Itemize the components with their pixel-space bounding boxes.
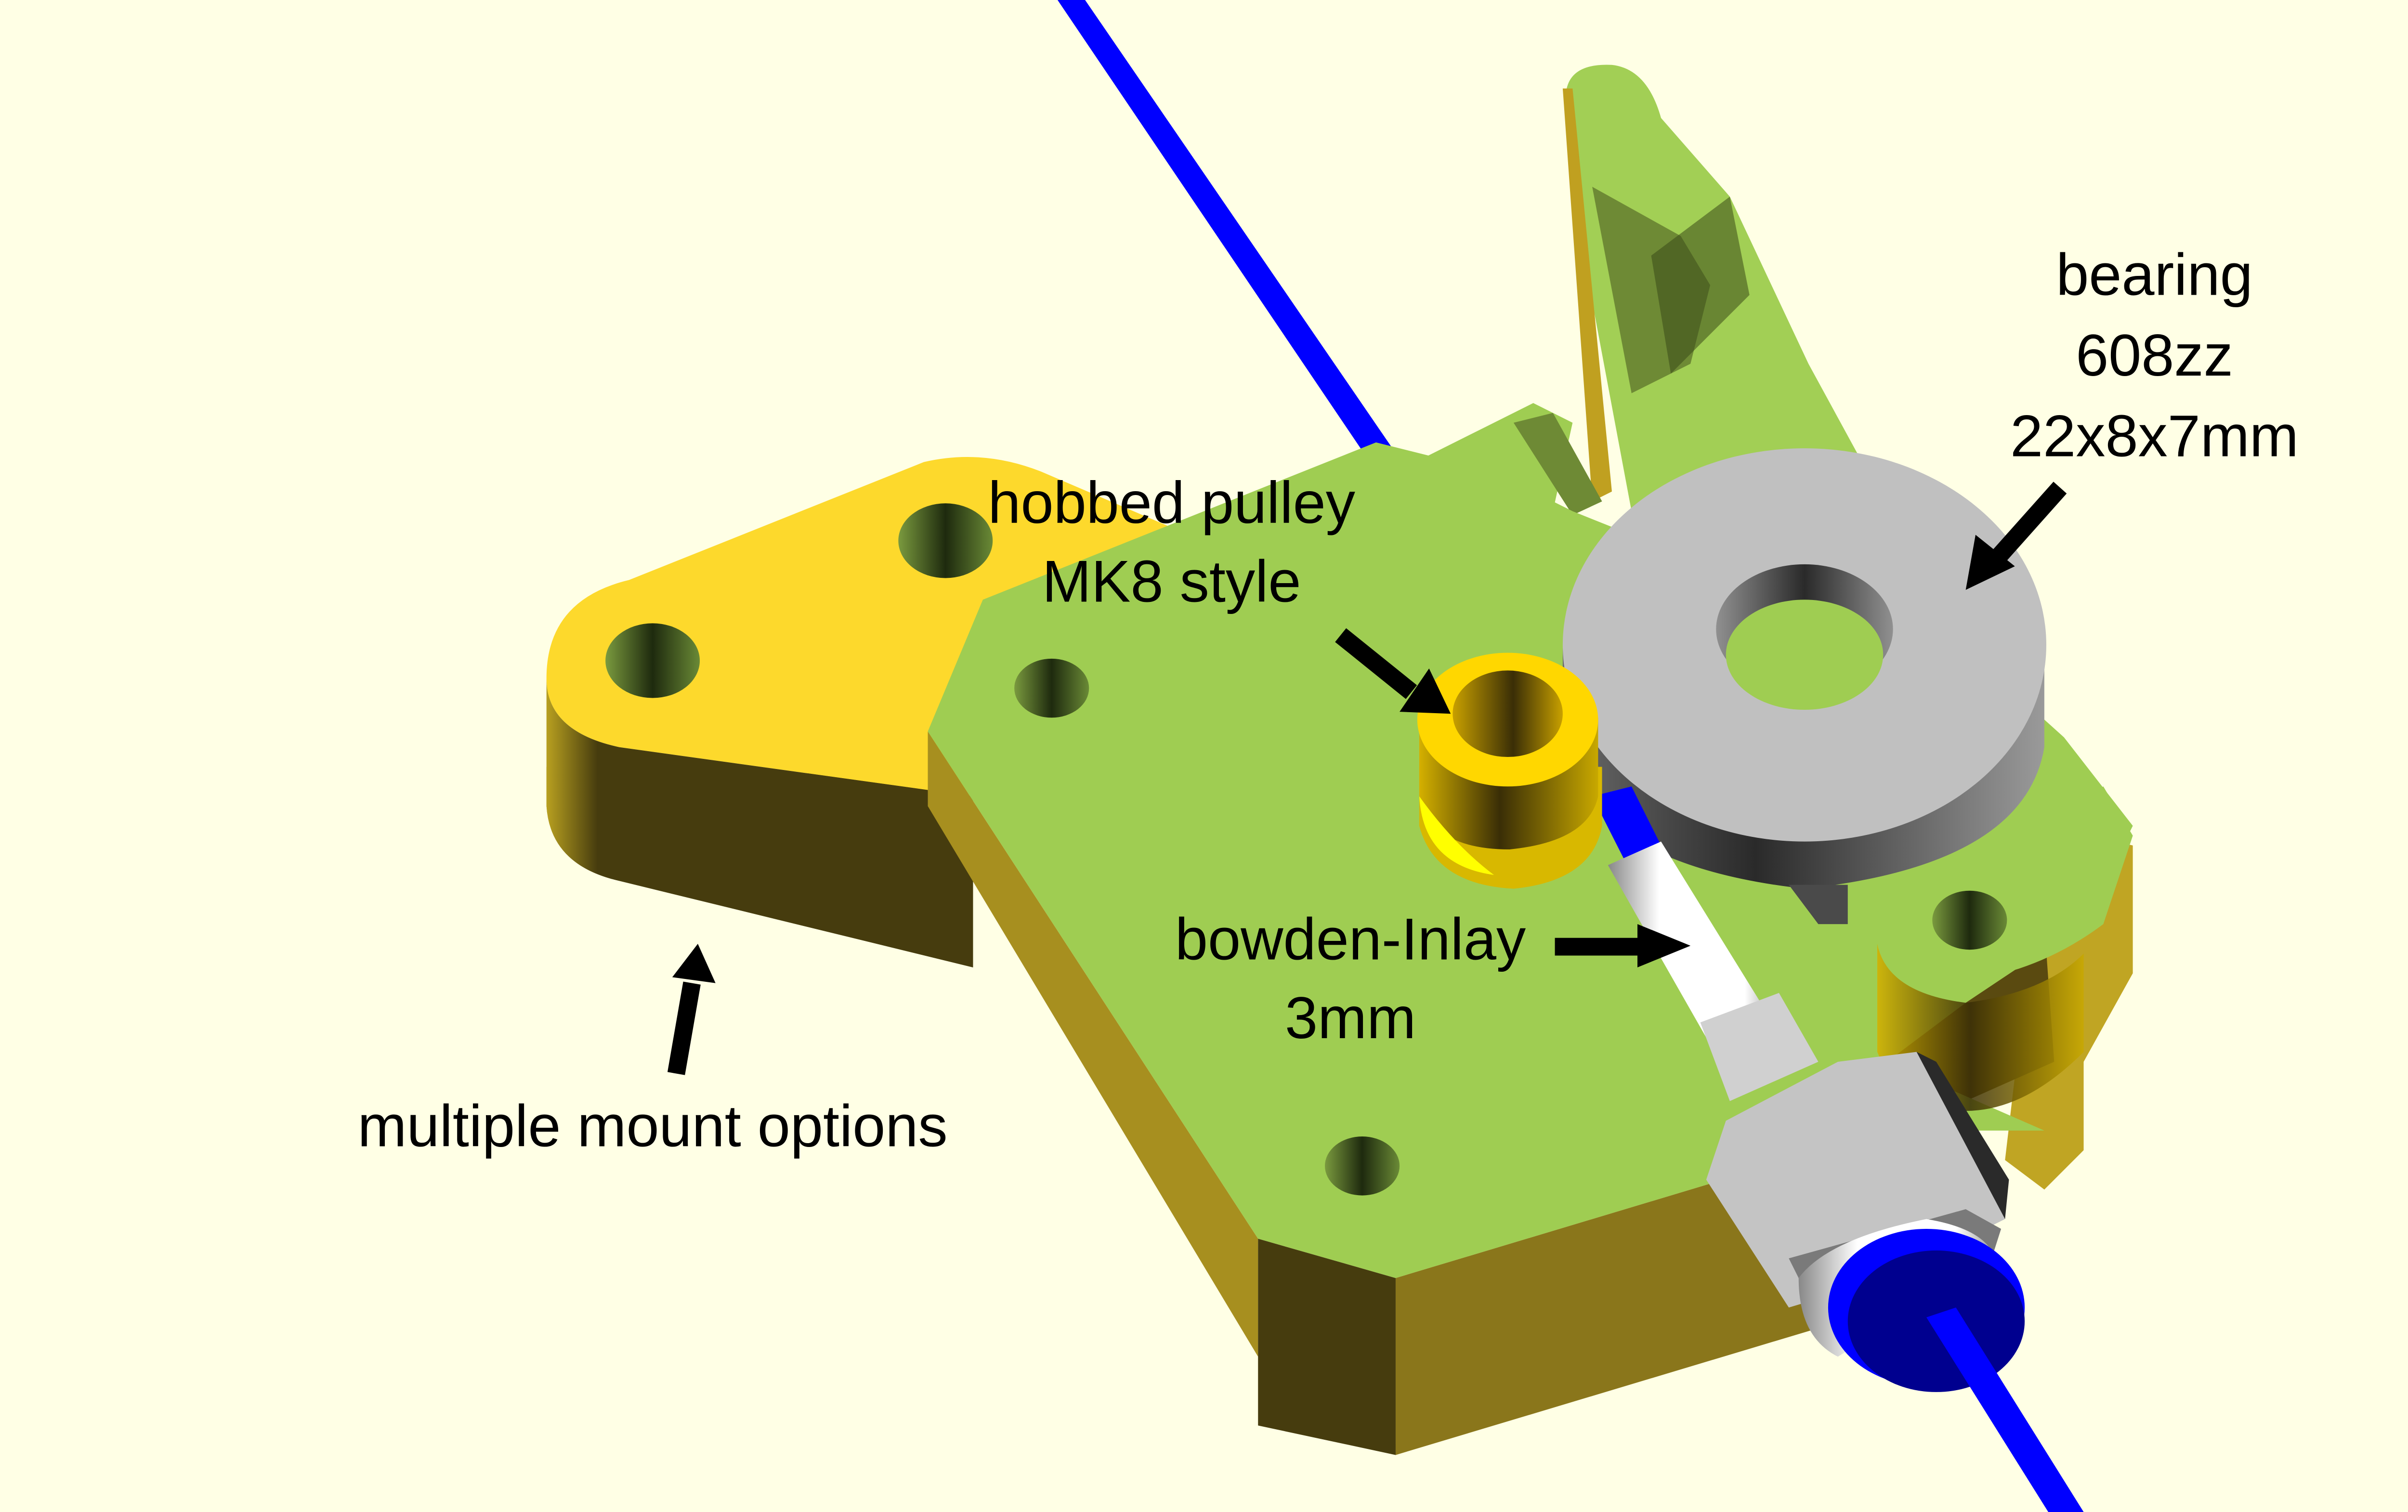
mount-hole-1 (605, 623, 700, 698)
annotation-pulley: hobbed pulley MK8 style (988, 469, 1451, 714)
bearing-608zz (1562, 448, 2046, 925)
mount-label: multiple mount options (358, 1093, 948, 1159)
body-hole-left (1014, 658, 1089, 718)
annotation-mount: multiple mount options (358, 943, 948, 1159)
bearing-label-line3: 22x8x7mm (2010, 403, 2299, 469)
hobbed-pulley (1417, 652, 1602, 889)
filament-lower (1926, 1307, 2084, 1512)
arrow-icon (1965, 482, 2067, 590)
arrow-icon (667, 943, 716, 1075)
bowden-inlay (1608, 841, 1779, 1062)
bowden-label-line1: bowden-Inlay (1175, 906, 1526, 972)
body-hole-right (1932, 890, 2007, 950)
bowden-label-line2: 3mm (1285, 985, 1416, 1051)
pulley-label-line1: hobbed pulley (988, 469, 1355, 535)
mount-hole-2 (898, 503, 993, 578)
arrow-icon (1555, 924, 1691, 967)
annotation-bearing: bearing 608zz 22x8x7mm (1965, 241, 2299, 590)
annotation-bowden: bowden-Inlay 3mm (1175, 906, 1691, 1051)
bearing-label-line1: bearing (2056, 241, 2252, 307)
body-hole-bottom (1325, 1136, 1400, 1196)
pulley-label-line2: MK8 style (1042, 548, 1301, 614)
bearing-label-line2: 608zz (2076, 322, 2233, 388)
mount-plate (546, 457, 1179, 967)
arrow-icon (1335, 628, 1451, 714)
